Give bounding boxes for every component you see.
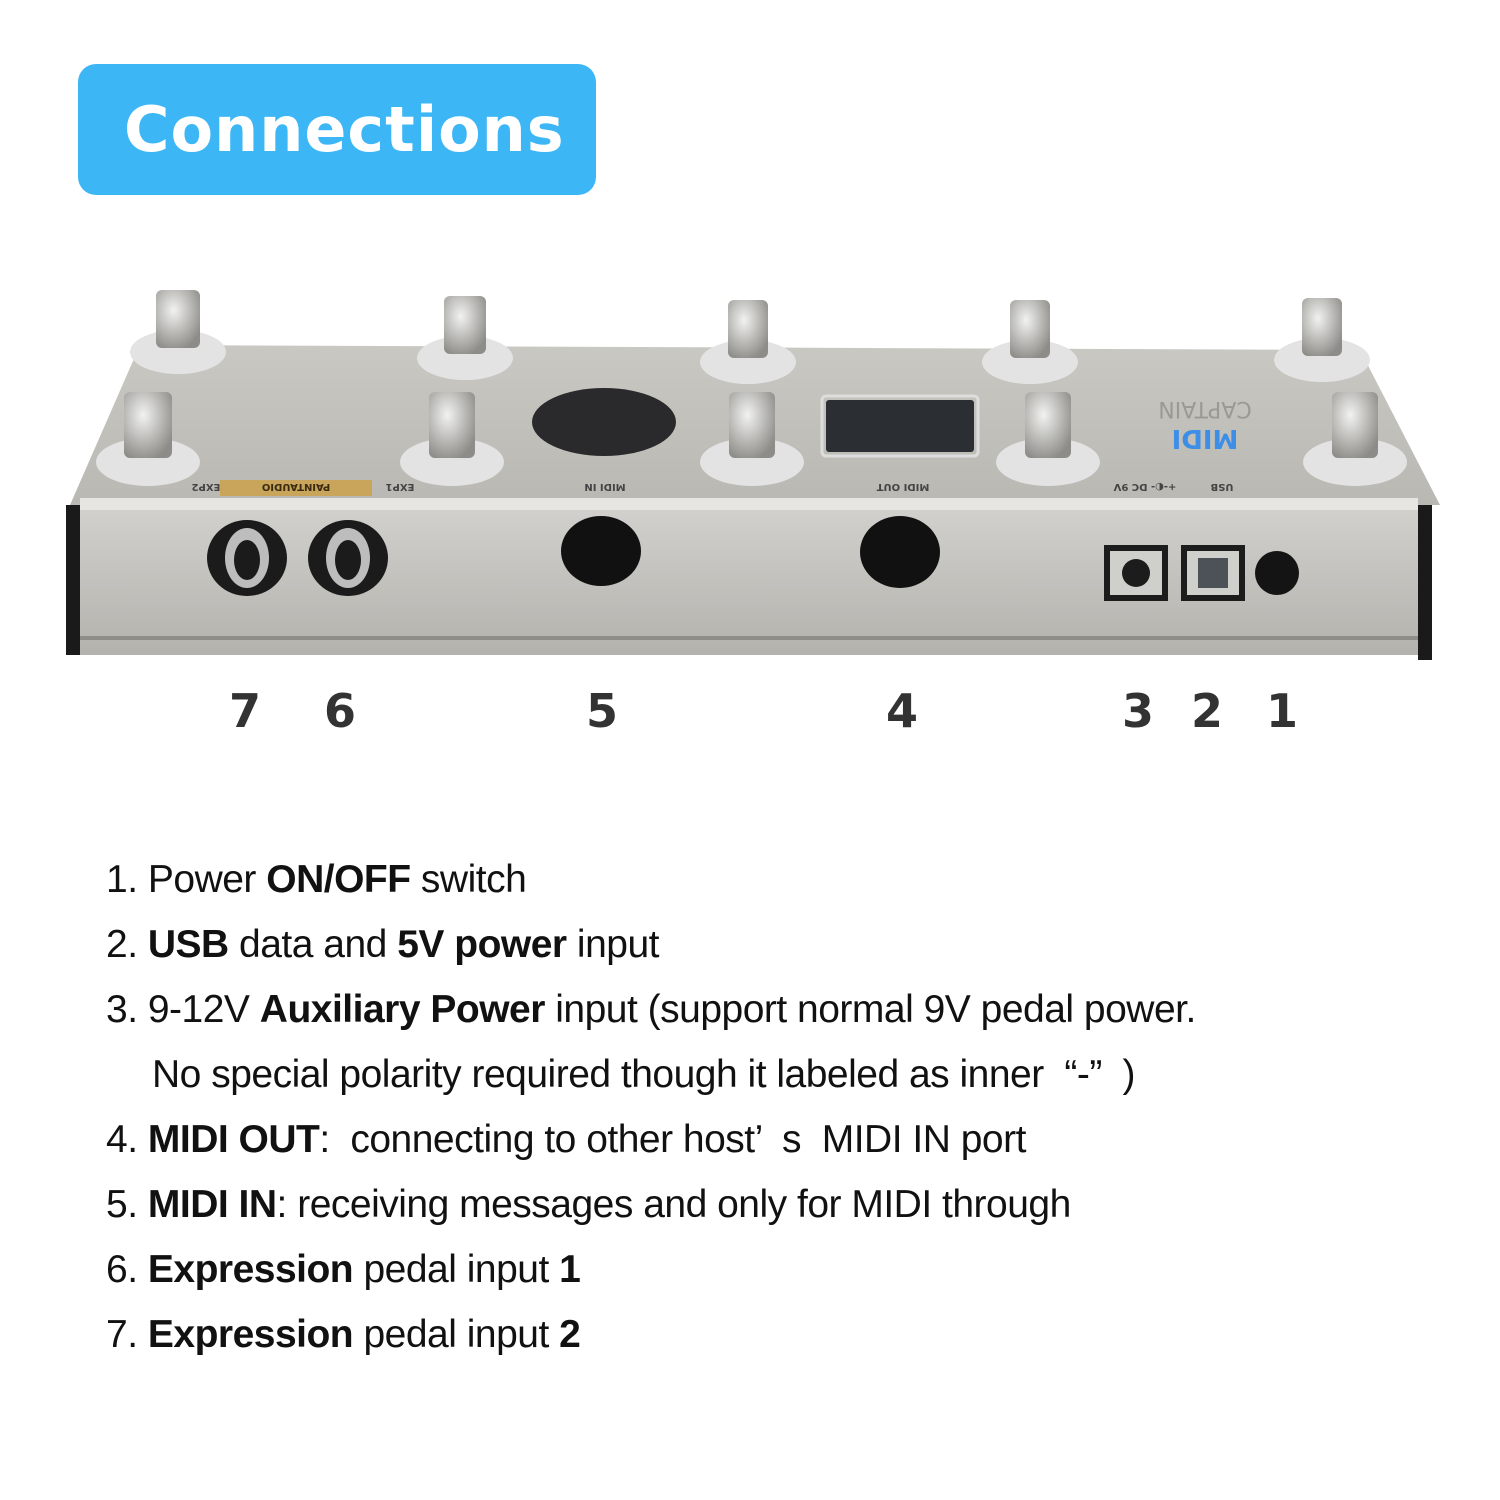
list-item-text: 5. (106, 1183, 148, 1226)
footswitch[interactable] (1303, 392, 1407, 486)
dc-power-jack[interactable] (1104, 545, 1168, 601)
exp1-jack[interactable] (308, 520, 388, 596)
list-item-emphasis: 1 (559, 1248, 581, 1291)
list-item-emphasis: MIDI IN (147, 1183, 277, 1226)
display-screen (826, 400, 974, 452)
footswitch[interactable] (700, 392, 804, 486)
list-item-text: : receiving messages and only for MIDI t… (276, 1183, 1072, 1226)
callout-5: 5 (585, 684, 619, 738)
list-item-text: data and (228, 923, 398, 966)
list-item: 5. MIDI IN: receiving messages and only … (106, 1177, 1196, 1242)
footswitch[interactable] (417, 296, 513, 380)
footswitch[interactable] (400, 392, 504, 486)
rotary-knob[interactable] (532, 388, 676, 456)
list-item-emphasis: 2 (559, 1313, 581, 1356)
footswitch[interactable] (1274, 298, 1370, 382)
callout-4: 4 (885, 684, 919, 738)
list-item-emphasis: MIDI OUT (147, 1118, 320, 1161)
exp2-label: EXP2 (192, 481, 221, 492)
list-item-text: 4. (106, 1118, 148, 1161)
midi-in-label: MIDI IN (584, 481, 625, 492)
list-item-emphasis: Auxiliary Power (259, 988, 546, 1031)
callout-1: 1 (1265, 684, 1299, 738)
list-item: 2. USB data and 5V power input (106, 917, 1196, 982)
power-button[interactable] (1255, 551, 1299, 595)
midi-out-label: MIDI OUT (877, 481, 930, 492)
usb-port[interactable] (1181, 545, 1245, 601)
footswitch[interactable] (130, 290, 226, 374)
list-item-text: input (566, 923, 660, 966)
list-item: 3. 9-12V Auxiliary Power input (support … (106, 982, 1196, 1047)
footswitches (96, 290, 1407, 486)
callout-6: 6 (323, 684, 357, 738)
callout-7: 7 (228, 684, 262, 738)
list-item-text: 1. Power (106, 858, 267, 901)
exp2-jack[interactable] (207, 520, 287, 596)
list-item-text: 7. (106, 1313, 148, 1356)
list-item-text: 2. (106, 923, 148, 966)
list-item: 7. Expression pedal input 2 (106, 1307, 1196, 1372)
callout-2: 2 (1190, 684, 1224, 738)
list-item: 4. MIDI OUT: connecting to other host’ s… (106, 1112, 1196, 1177)
callout-3: 3 (1121, 684, 1155, 738)
list-item-emphasis: 5V power (397, 923, 567, 966)
usb-label: USB (1211, 481, 1234, 492)
midi-controller-photo: MIDI CAPTAIN EXP2 PAINTAUDIO EXP1 MIDI I… (66, 290, 1440, 660)
list-item-text: pedal input (353, 1313, 560, 1356)
list-item-text: 3. 9-12V (106, 988, 260, 1031)
brand-plate (220, 480, 372, 496)
brand-label: PAINTAUDIO (262, 481, 330, 492)
footswitch[interactable] (96, 392, 200, 486)
section-title: Connections (124, 93, 565, 166)
exp1-label: EXP1 (386, 481, 415, 492)
list-item-emphasis: USB (147, 923, 229, 966)
svg-text:CAPTAIN: CAPTAIN (1158, 396, 1251, 421)
list-item-text: switch (410, 858, 527, 901)
list-item-text: 6. (106, 1248, 148, 1291)
svg-text:MIDI: MIDI (1172, 423, 1239, 453)
list-item-emphasis: Expression (147, 1248, 354, 1291)
list-item: 6. Expression pedal input 1 (106, 1242, 1196, 1307)
footswitch[interactable] (996, 392, 1100, 486)
list-item-text: No special polarity required though it l… (152, 1053, 1136, 1096)
dc-label: +-◐- DC 9V (1113, 481, 1176, 492)
midi-out-port[interactable] (860, 516, 940, 588)
list-item: 1. Power ON/OFF switch (106, 852, 1196, 917)
list-item: No special polarity required though it l… (106, 1047, 1196, 1112)
section-title-banner: Connections (78, 64, 596, 195)
list-item-text: input (support normal 9V pedal power. (544, 988, 1196, 1031)
footswitch[interactable] (700, 300, 796, 384)
list-item-text: : connecting to other host’ s MIDI IN po… (319, 1118, 1026, 1161)
list-item-emphasis: Expression (147, 1313, 354, 1356)
midi-in-port[interactable] (561, 516, 641, 586)
footswitch[interactable] (982, 300, 1078, 384)
list-item-text: pedal input (353, 1248, 560, 1291)
list-item-emphasis: ON/OFF (266, 858, 411, 901)
midi-captain-logo: MIDI CAPTAIN (1158, 396, 1251, 453)
